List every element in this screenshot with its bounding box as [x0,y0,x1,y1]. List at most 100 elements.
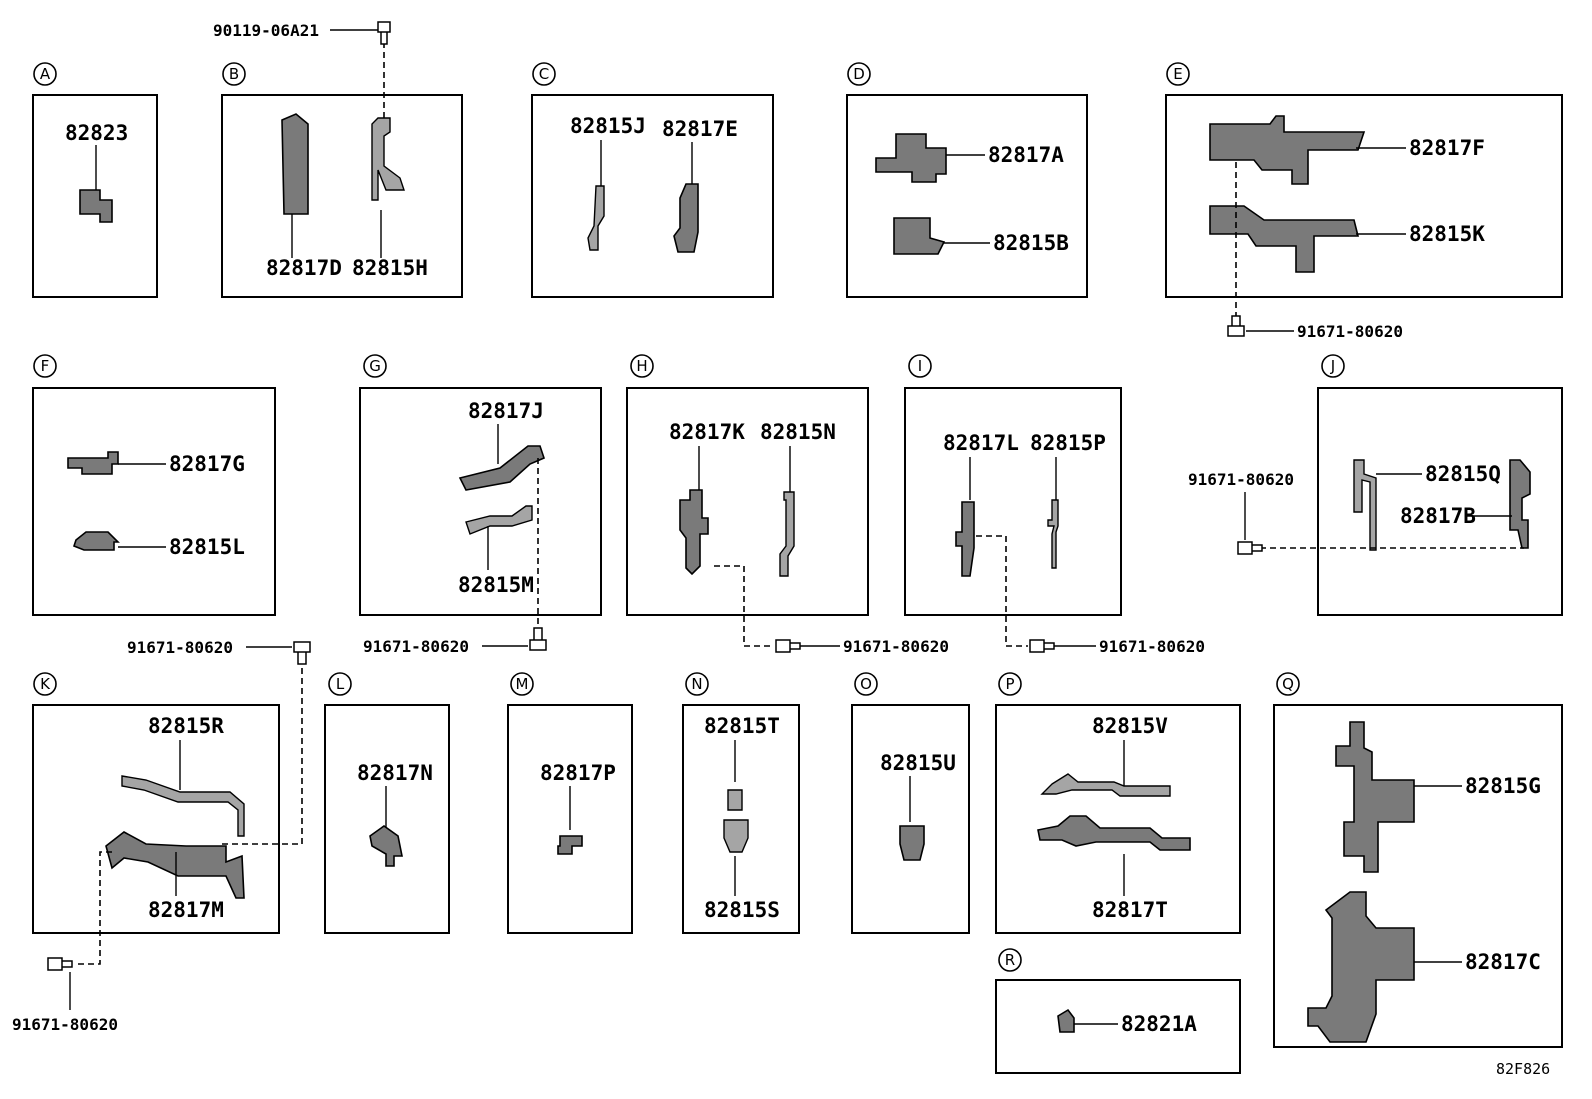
part-82815N-icon [779,491,795,577]
bolt-icon [529,627,547,651]
panel-f-marker [33,354,57,378]
part-82815P-icon [1047,499,1059,569]
panel-g-frame [359,387,602,616]
panel-r-frame [995,979,1241,1074]
panel-e: E 82817F 82815K 91671-80620 [1165,62,1563,341]
panel-g-marker [363,354,387,378]
panel-o-letter: O [860,675,872,693]
bolt-icon [47,957,73,971]
panel-q-letter: Q [1282,675,1294,693]
part-82817K-icon [679,489,709,576]
part-82815B-icon [893,217,946,255]
part-label-82817P: 82817P [540,761,616,785]
panel-i-marker [908,354,932,378]
part-82815G-icon [1335,721,1415,873]
part-82817P-icon [557,835,583,855]
part-82823-icon [79,189,113,223]
panel-b-letter: B [229,65,239,83]
part-82815M-icon [465,505,533,535]
part-label-82815B: 82815B [993,231,1069,255]
part-82821A-icon [1057,1008,1075,1033]
part-label-82817D: 82817D [266,256,342,280]
part-label-91671-80620-e: 91671-80620 [1297,322,1403,341]
panel-f: F 82817G 82815L [32,354,276,616]
part-label-91671-80620-k2: 91671-80620 [12,1015,118,1034]
part-82817L-icon [955,501,975,577]
panel-p-letter: P [1005,675,1014,693]
panel-b-marker [222,62,246,86]
part-82817C-icon [1307,891,1415,1043]
panel-b: B 82817D 82815H 90119-06A21 [213,21,463,298]
part-label-82817G: 82817G [169,452,245,476]
part-label-82815L: 82815L [169,535,245,559]
panel-h: H 82817K 82815N 91671-80620 [626,354,949,656]
part-82815R-icon [121,775,245,837]
part-label-91671-80620-i: 91671-80620 [1099,637,1205,656]
panel-q-marker [1276,672,1300,696]
part-label-82815V: 82815V [1092,714,1168,738]
part-label-82817N: 82817N [357,761,433,785]
panel-g-letter: G [369,357,381,375]
panel-l-marker [328,672,352,696]
panel-m-frame [507,704,633,934]
part-label-82815R: 82815R [148,714,224,738]
bolt-icon [1029,639,1055,653]
panel-e-marker [1166,62,1190,86]
panel-i-letter: I [918,357,922,375]
bolt-icon [293,641,311,665]
part-label-90119-06A21: 90119-06A21 [213,21,319,40]
part-label-82815Q: 82815Q [1425,462,1501,486]
part-82815T-icon [727,789,743,811]
panel-c-frame [531,94,774,298]
panel-m-marker [510,672,534,696]
panel-a-frame [32,94,158,298]
panel-d-marker [847,62,871,86]
panel-e-letter: E [1173,65,1182,83]
panel-q: Q 82815G 82817C [1273,672,1563,1048]
panel-e-frame [1165,94,1563,298]
panel-h-frame [626,387,869,616]
part-82815U-icon [899,825,925,861]
part-82817T-icon [1037,815,1191,851]
panel-h-marker [630,354,654,378]
panel-n-frame [682,704,800,934]
illustration-code: 82F826 [1496,1060,1550,1078]
part-82817B-icon [1509,459,1531,549]
panel-d-letter: D [853,65,865,83]
part-label-82817F: 82817F [1409,136,1485,160]
panel-q-frame [1273,704,1563,1048]
part-label-91671-80620-h: 91671-80620 [843,637,949,656]
panel-o-marker [854,672,878,696]
panel-j-frame [1317,387,1563,616]
part-label-82815S: 82815S [704,898,780,922]
part-label-91671-80620-j: 91671-80620 [1188,470,1294,489]
part-82817J-icon [458,445,545,491]
part-82817N-icon [369,825,403,867]
panel-c: C 82815J 82817E [531,62,774,298]
panel-l-frame [324,704,450,934]
bolt-icon [1237,541,1263,555]
panel-f-frame [32,387,276,616]
part-label-82815T: 82815T [704,714,780,738]
panel-o: O 82815U [851,672,970,934]
panel-p-marker [998,672,1022,696]
part-82817E-icon [673,183,699,253]
panel-k-frame [32,704,280,934]
panel-p-frame [995,704,1241,934]
panel-r: R 82821A [995,948,1241,1074]
panel-d-frame [846,94,1088,298]
part-82817M-icon [105,831,245,899]
panel-n-marker [685,672,709,696]
panel-h-letter: H [636,357,647,375]
panel-g: G 82817J 82815M 91671-80620 [359,354,602,656]
part-label-82815N: 82815N [760,420,836,444]
part-label-82815H: 82815H [352,256,428,280]
part-label-82817E: 82817E [662,117,738,141]
part-label-82817T: 82817T [1092,898,1168,922]
panel-d: D 82817A 82815B [846,62,1088,298]
panel-i-frame [904,387,1122,616]
part-82815H-icon [371,117,405,201]
part-82815V-icon [1040,773,1171,797]
part-82815Q-icon [1353,459,1377,551]
